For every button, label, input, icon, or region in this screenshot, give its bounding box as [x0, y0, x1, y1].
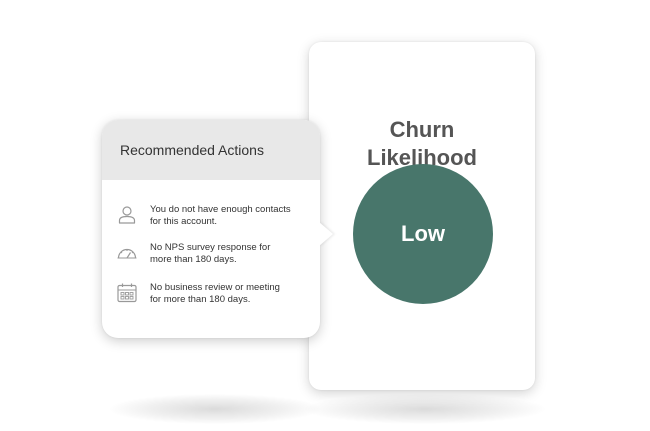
popover-pointer [319, 222, 333, 246]
churn-level-value: Low [401, 221, 445, 246]
action-item-business-review: No business review or meeting for more t… [116, 282, 310, 306]
calendar-icon [116, 282, 138, 304]
action-text-business-review: No business review or meeting for more t… [150, 282, 280, 305]
floor-shadow-right [305, 394, 545, 424]
action-text-contacts: You do not have enough contacts for this… [150, 204, 291, 227]
gauge-icon [116, 242, 138, 264]
recommended-actions-header: Recommended Actions [102, 120, 320, 180]
person-icon [116, 204, 138, 226]
churn-title-line1: Churn [389, 117, 455, 142]
recommended-actions-popover: Recommended Actions You do not have enou… [102, 120, 333, 338]
churn-level-indicator: Low [353, 164, 493, 304]
action-item-nps: No NPS survey response for more than 180… [116, 242, 310, 266]
action-text-nps: No NPS survey response for more than 180… [150, 242, 271, 265]
recommended-actions-title: Recommended Actions [120, 142, 264, 158]
action-item-contacts: You do not have enough contacts for this… [116, 204, 310, 228]
churn-title: Churn Likelihood [309, 116, 535, 172]
floor-shadow-left [110, 394, 320, 424]
